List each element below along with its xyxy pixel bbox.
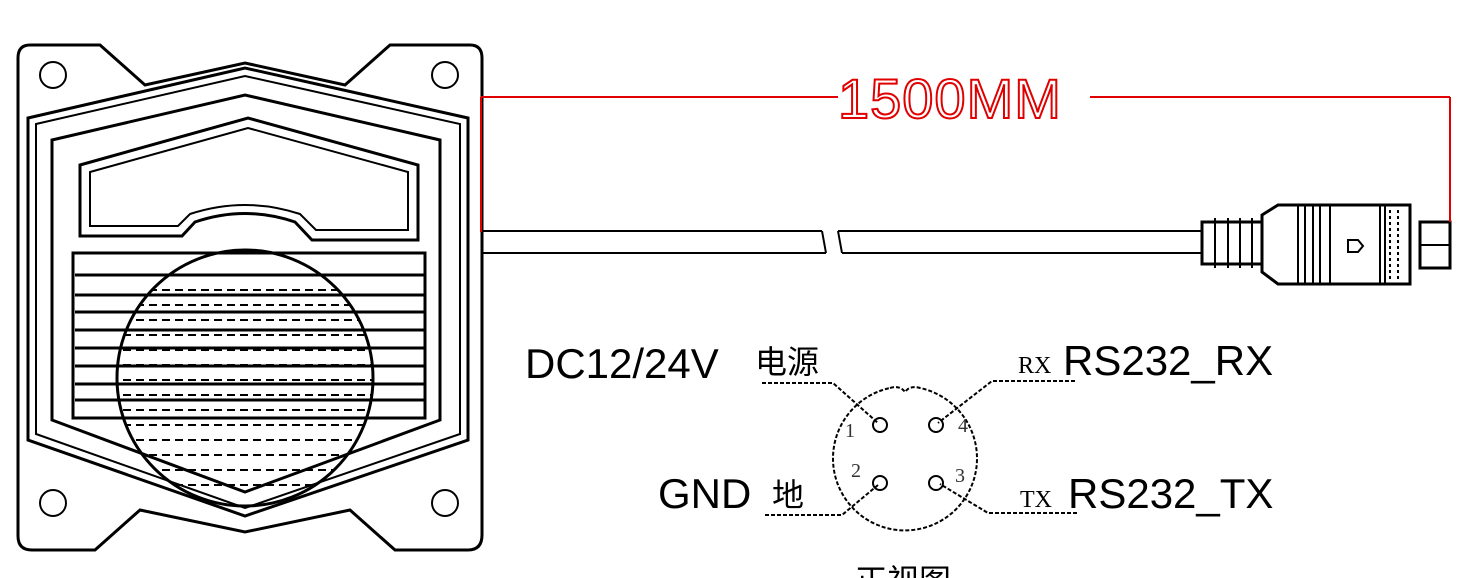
pin-number: 1	[845, 420, 855, 442]
pin1-cn: 电源	[755, 343, 819, 381]
mount-hole	[431, 489, 459, 517]
mount-hole	[39, 61, 67, 89]
dimension-label: 1500MM	[838, 67, 1062, 130]
length-dimension: 1500MM	[480, 66, 1451, 232]
grill-slats	[75, 273, 425, 402]
cable	[482, 230, 1202, 254]
speaker-cone	[115, 248, 375, 508]
speaker-device	[16, 43, 484, 552]
pin1-signal: DC12/24V	[525, 340, 719, 387]
pin2-cn: 地	[772, 476, 804, 514]
pin2-signal: GND	[658, 470, 751, 517]
pinout-diagram: 1 4 2 3 DC12/24V 电源 RX RS232_RX GND 地 TX…	[525, 337, 1273, 578]
pin-number: 3	[955, 465, 965, 487]
mount-hole	[431, 61, 459, 89]
pin4-signal: RS232_RX	[1063, 337, 1273, 384]
view-caption: 正视图	[855, 562, 951, 578]
pin3-signal: RS232_TX	[1068, 470, 1273, 517]
pin-number: 4	[958, 415, 968, 437]
arrow-mark-icon	[1347, 239, 1365, 253]
pin4-code: RX	[1018, 353, 1051, 379]
connector-plug	[1200, 203, 1452, 286]
pin-number: 2	[851, 460, 861, 482]
mount-hole	[39, 489, 67, 517]
pin3-code: TX	[1020, 487, 1052, 513]
